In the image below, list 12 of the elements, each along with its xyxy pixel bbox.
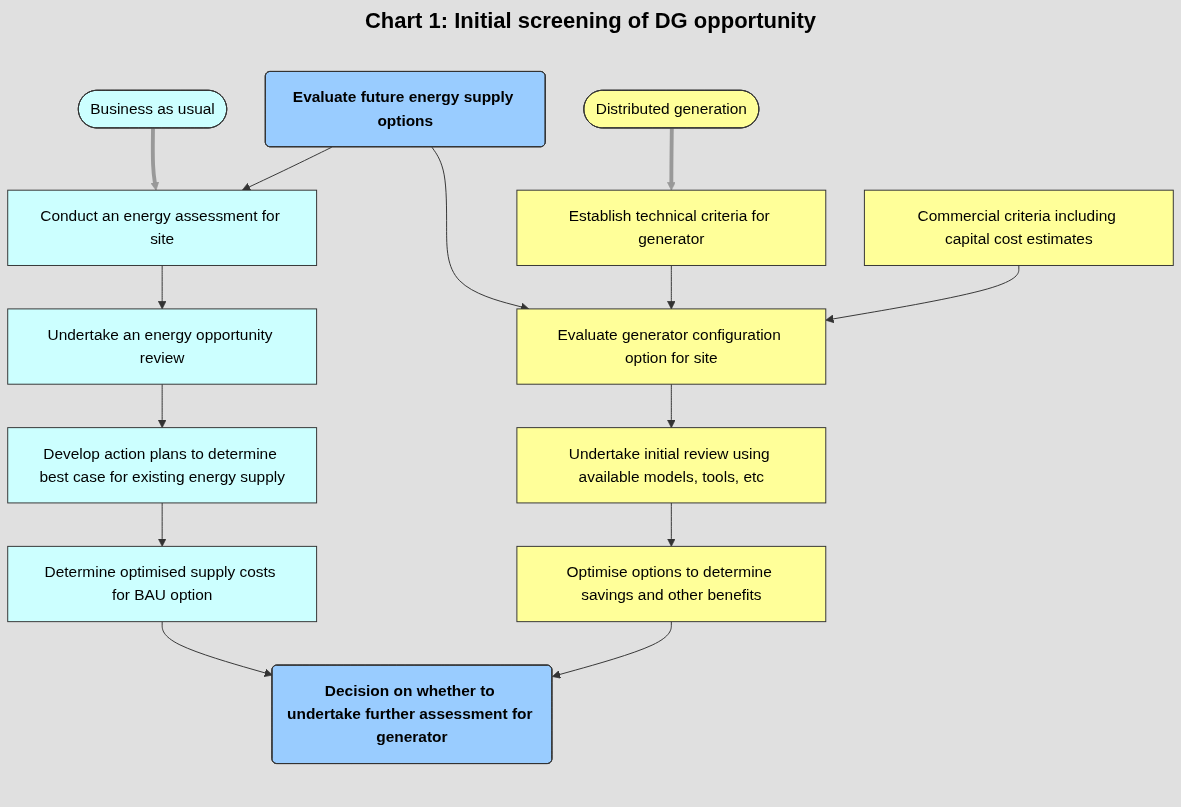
arrow	[667, 128, 676, 191]
node-box: Undertake an energy opportunity review	[7, 308, 318, 385]
node-box: Develop action plans to determine best case for existing energy supply	[7, 427, 318, 504]
node-box: Establish technical criteria for generator	[516, 189, 827, 266]
arrow	[150, 128, 159, 191]
node-box: Undertake initial review using available models, tools, etc	[516, 427, 827, 504]
node-box: Evaluate generator configuration option for site	[516, 308, 827, 385]
node-box: Commercial criteria including capital cost estimates	[863, 189, 1174, 266]
chart-title: Chart 1: Initial screening of DG opportunity	[364, 8, 817, 34]
node-box: Conduct an energy assessment for site	[7, 189, 318, 266]
node-box: Optimise options to determine savings and other benefits	[516, 545, 827, 623]
node-box: Determine optimised supply costs for BAU option	[7, 545, 318, 623]
